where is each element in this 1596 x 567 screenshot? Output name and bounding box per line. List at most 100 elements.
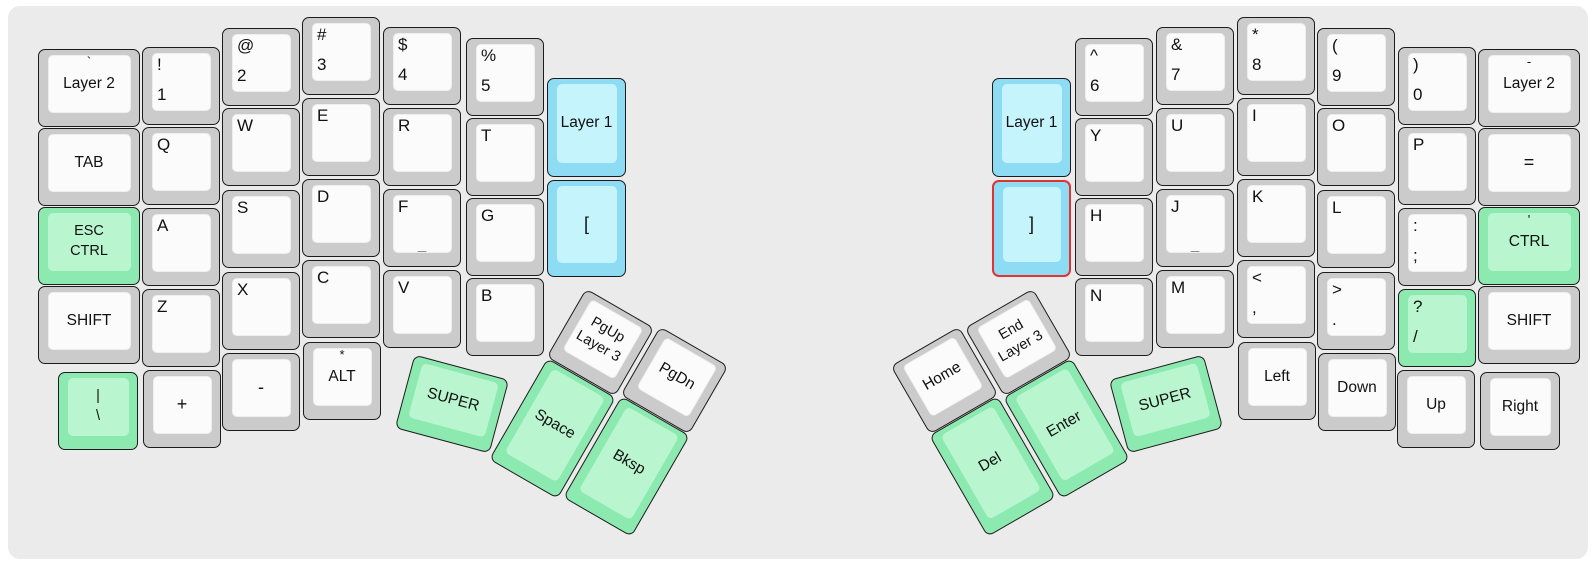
key-e[interactable]: E	[302, 98, 380, 176]
legend-top-center: *	[339, 347, 345, 362]
key-l[interactable]: L	[1317, 190, 1395, 268]
legend-top-left: X	[237, 280, 249, 299]
keycap-top-face	[1165, 194, 1225, 253]
key-shift-left[interactable]: SHIFT	[38, 286, 140, 364]
homing-bar: _	[1190, 236, 1200, 253]
key-f[interactable]: F_	[383, 189, 461, 267]
key-b[interactable]: B	[466, 278, 544, 356]
keycap-top-face	[1407, 132, 1467, 191]
key-minus[interactable]: -	[222, 353, 300, 431]
legend-top-left: U	[1171, 116, 1184, 135]
legend-top-left: C	[317, 268, 330, 287]
keycap-top-face	[151, 52, 211, 111]
key-w[interactable]: W	[222, 108, 300, 186]
keycap-top-face	[1084, 203, 1144, 262]
key-rbracket[interactable]: ]	[992, 180, 1071, 277]
key-o[interactable]: O	[1317, 108, 1395, 186]
key-period[interactable]: >.	[1317, 272, 1395, 350]
keycap-top-face	[151, 213, 211, 272]
key-comma[interactable]: <,	[1237, 260, 1315, 338]
key-9[interactable]: (9	[1317, 28, 1395, 106]
keycap-top-face	[1407, 294, 1467, 353]
key-d[interactable]: D	[302, 179, 380, 257]
legend-bottom-left: ;	[1413, 246, 1418, 265]
key-s[interactable]: S	[222, 190, 300, 268]
key-4[interactable]: $4	[383, 27, 461, 105]
key-left[interactable]: Left	[1238, 342, 1316, 420]
keycap-top-face	[1165, 32, 1225, 91]
key-k[interactable]: K	[1237, 179, 1315, 257]
key-q[interactable]: Q	[142, 127, 220, 205]
key-t[interactable]: T	[466, 118, 544, 196]
key-5[interactable]: %5	[466, 38, 544, 116]
legend-top-left: D	[317, 187, 330, 206]
key-plus[interactable]: +	[143, 370, 221, 448]
key-6[interactable]: ^6	[1075, 38, 1153, 116]
key-m[interactable]: M	[1156, 270, 1234, 348]
legend-bottom-left: 7	[1171, 65, 1181, 84]
key-down[interactable]: Down	[1318, 353, 1396, 431]
key-tab[interactable]: TAB	[38, 128, 140, 206]
key-a[interactable]: A	[142, 208, 220, 286]
legend-top-left: Y	[1090, 126, 1102, 145]
keycap-top-face	[1326, 33, 1386, 92]
keycap-top-face	[475, 123, 535, 182]
key-shift-right[interactable]: SHIFT	[1478, 286, 1580, 364]
legend-center: =	[1488, 134, 1570, 191]
legend-line: ESC	[74, 223, 104, 240]
key-quote-ctrl[interactable]: 'CTRL	[1478, 207, 1580, 285]
legend-center: Layer 1	[1002, 84, 1061, 162]
keycap-top-face	[1489, 377, 1551, 436]
key-2[interactable]: @2	[222, 28, 300, 106]
key-slash[interactable]: ?/	[1398, 289, 1476, 367]
key-layer1-right[interactable]: Layer 1	[992, 78, 1071, 177]
key-semicolon[interactable]: :;	[1398, 208, 1476, 286]
key-super-right[interactable]: SUPER	[1108, 354, 1224, 454]
key-h[interactable]: H	[1075, 198, 1153, 276]
key-pipe-backslash[interactable]: |\	[58, 372, 138, 450]
key-g[interactable]: G	[466, 198, 544, 276]
keycap-top-face	[311, 184, 371, 243]
legend-bottom-left: 6	[1090, 76, 1100, 95]
key-p[interactable]: P	[1398, 127, 1476, 205]
key-equals[interactable]: =	[1478, 128, 1580, 206]
key-star-alt[interactable]: *ALT	[303, 342, 381, 420]
legend-top-left: @	[237, 36, 255, 55]
legend-center: CTRL	[1488, 213, 1570, 270]
keycap-top-face	[475, 283, 535, 342]
legend-top-left: >	[1332, 280, 1342, 299]
key-n[interactable]: N	[1075, 278, 1153, 356]
key-super-left[interactable]: SUPER	[394, 354, 510, 454]
legend-top-left: J	[1171, 197, 1180, 216]
key-lbracket[interactable]: [	[547, 180, 626, 277]
legend-center: ]	[1003, 187, 1060, 261]
key-grave-layer2[interactable]: `Layer 2	[38, 49, 140, 127]
key-dash-layer2[interactable]: -Layer 2	[1478, 49, 1580, 127]
key-v[interactable]: V	[383, 270, 461, 348]
legend-center: Up	[1407, 376, 1465, 433]
key-1[interactable]: !1	[142, 47, 220, 125]
keycap-top-face	[1326, 113, 1386, 172]
key-up[interactable]: Up	[1397, 370, 1475, 448]
keycap-top-face	[311, 265, 371, 324]
key-layer1-left[interactable]: Layer 1	[547, 78, 626, 177]
key-8[interactable]: *8	[1237, 17, 1315, 95]
key-c[interactable]: C	[302, 260, 380, 338]
key-3[interactable]: #3	[302, 17, 380, 95]
legend-center: Layer 2	[1488, 55, 1570, 112]
key-x[interactable]: X	[222, 272, 300, 350]
key-j[interactable]: J_	[1156, 189, 1234, 267]
keycap-top-face	[1246, 22, 1306, 81]
key-z[interactable]: Z	[142, 289, 220, 367]
key-u[interactable]: U	[1156, 108, 1234, 186]
key-7[interactable]: &7	[1156, 27, 1234, 105]
key-i[interactable]: I	[1237, 98, 1315, 176]
key-y[interactable]: Y	[1075, 118, 1153, 196]
legend-top-left: &	[1171, 35, 1183, 54]
key-r[interactable]: R	[383, 108, 461, 186]
legend-top-left: R	[398, 116, 411, 135]
key-0[interactable]: )0	[1398, 47, 1476, 125]
legend-top-left: :	[1413, 216, 1418, 235]
key-right[interactable]: Right	[1480, 372, 1560, 450]
